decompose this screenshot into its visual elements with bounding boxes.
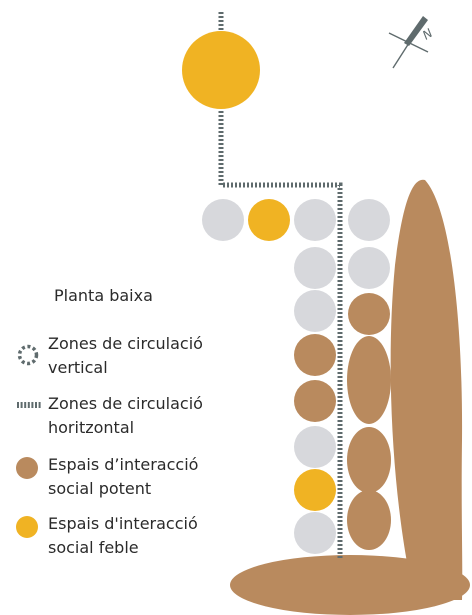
legend-title: Planta baixa [54,286,153,305]
legend-label: Zones de circulació vertical [48,332,248,380]
horizontal-circulation-path [218,12,343,560]
legend-label-line1: Zones de circulació [48,394,203,413]
potent-space-c1-1 [294,334,336,376]
grey-space-c1-1 [294,247,336,289]
legend-label-line2: vertical [48,358,108,377]
grey-space-c2-1 [348,247,390,289]
large-potent-interaction-space [390,179,463,600]
ellipse-potent-space-2 [347,427,391,493]
legend-item-horizontal-circulation: Zones de circulació horitzontal [16,392,226,442]
grey-space-c1-3 [294,426,336,468]
legend-label: Zones de circulació horitzontal [48,392,248,440]
legend-label-line1: Espais d’interacció [48,455,199,474]
grey-space-c1-2 [294,290,336,332]
legend-label-line1: Zones de circulació [48,334,203,353]
weak-interaction-dot [16,516,38,538]
legend-label-line2: social feble [48,538,139,557]
legend-item-vertical-circulation: Zones de circulació vertical [16,332,226,382]
potent-space-c1-2 [294,380,336,422]
grey-space-c1-4 [294,512,336,554]
potent-space-c2-1 [348,293,390,335]
ellipse-potent-space-1 [347,336,391,424]
ellipse-potent-space-3 [347,490,391,550]
legend-label: Espais d'interacció social feble [48,512,248,560]
legend-label-line2: horitzontal [48,418,135,437]
vertical-circulation-icon [17,344,39,366]
weak-space-row1 [248,199,290,241]
north-arrow-icon: N [388,16,435,69]
legend-item-weak-interaction: Espais d'interacció social feble [16,512,226,562]
legend-item-strong-interaction: Espais d’interacció social potent [16,453,226,503]
strong-interaction-dot [16,457,38,479]
legend-label-line1: Espais d'interacció [48,514,198,533]
weak-space-c1 [294,469,336,511]
weak-interaction-space-large [182,31,260,109]
grey-space-row1-b [294,199,336,241]
grey-space-row1-c [348,199,390,241]
bottom-potent-interaction-space [230,555,470,615]
north-label: N [420,26,435,43]
legend-label: Espais d’interacció social potent [48,453,248,501]
grey-space-row1-a [202,199,244,241]
legend-label-line2: social potent [48,479,152,498]
horizontal-circulation-icon [17,402,41,408]
